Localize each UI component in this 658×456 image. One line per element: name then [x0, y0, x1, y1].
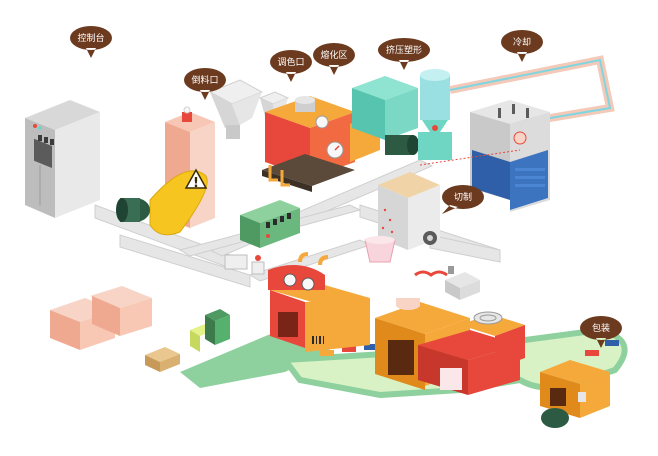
- cooling-fan-icon: [473, 311, 503, 325]
- cooling-screws: [498, 104, 529, 118]
- svg-text:冷却: 冷却: [513, 36, 531, 48]
- pressure-gauge-icon: [326, 141, 344, 159]
- cut-particles: [381, 208, 394, 234]
- cardboard-box: [145, 347, 180, 372]
- svg-text:倒料口: 倒料口: [191, 74, 218, 86]
- svg-text:熔化区: 熔化区: [320, 49, 347, 61]
- product-blocks: [190, 309, 230, 352]
- svg-text:调色口: 调色口: [277, 56, 304, 68]
- barcode-panel: [312, 336, 324, 344]
- melting-machine: [262, 96, 380, 192]
- extrusion-machine: [352, 69, 452, 160]
- callout-feed-inlet: 倒料口: [184, 68, 226, 100]
- callout-color-inlet: 调色口: [270, 50, 312, 82]
- svg-text:包装: 包装: [592, 322, 610, 334]
- callout-cooling: 冷却: [501, 30, 543, 62]
- cooling-unit: [470, 100, 550, 212]
- molding-machine: [268, 252, 370, 352]
- packaging-machine: [540, 360, 610, 428]
- feed-machine: !: [116, 106, 215, 236]
- callout-cutting: 切制: [442, 185, 484, 214]
- spring-hose: [414, 270, 448, 277]
- raw-material-crates: [50, 286, 152, 350]
- callout-extrusion: 挤压塑形: [378, 38, 430, 70]
- svg-text:控制台: 控制台: [77, 32, 104, 44]
- callout-melt-zone: 熔化区: [313, 43, 355, 75]
- control-panel-cabinet: [25, 100, 100, 218]
- svg-text:切制: 切制: [454, 191, 472, 203]
- callout-control-panel: 控制台: [70, 26, 112, 58]
- warning-triangle-icon: !: [184, 168, 208, 191]
- callout-packaging: 包装: [580, 316, 622, 348]
- pipe-valve: [224, 254, 265, 275]
- cutting-machine: [364, 172, 440, 263]
- svg-text:!: !: [193, 176, 199, 191]
- laser-beam: [419, 149, 521, 166]
- wrapping-machine: [375, 298, 525, 395]
- secondary-control-box: [240, 200, 300, 248]
- svg-text:挤压塑形: 挤压塑形: [386, 44, 422, 56]
- control-buttons: [38, 135, 54, 145]
- sensor-device: [445, 266, 480, 300]
